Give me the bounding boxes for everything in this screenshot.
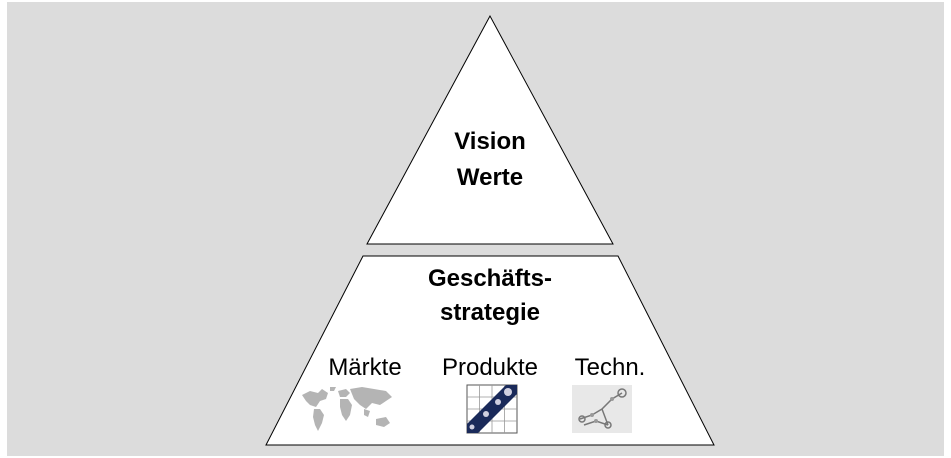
bottom-label-line1: Geschäfts- <box>427 265 553 292</box>
column-label-produkte: Produkte <box>441 354 539 381</box>
technology-drawing-icon <box>572 385 632 433</box>
bottom-label-line2: strategie <box>439 299 541 326</box>
world-map-icon <box>302 387 392 431</box>
product-matrix-icon <box>466 384 518 434</box>
column-label-techn: Techn. <box>574 354 646 381</box>
top-label-line1: Vision <box>454 128 526 155</box>
column-label-maerkte: Märkte <box>328 354 402 381</box>
top-label-line2: Werte <box>456 164 524 191</box>
pyramid-top-triangle <box>366 14 614 245</box>
